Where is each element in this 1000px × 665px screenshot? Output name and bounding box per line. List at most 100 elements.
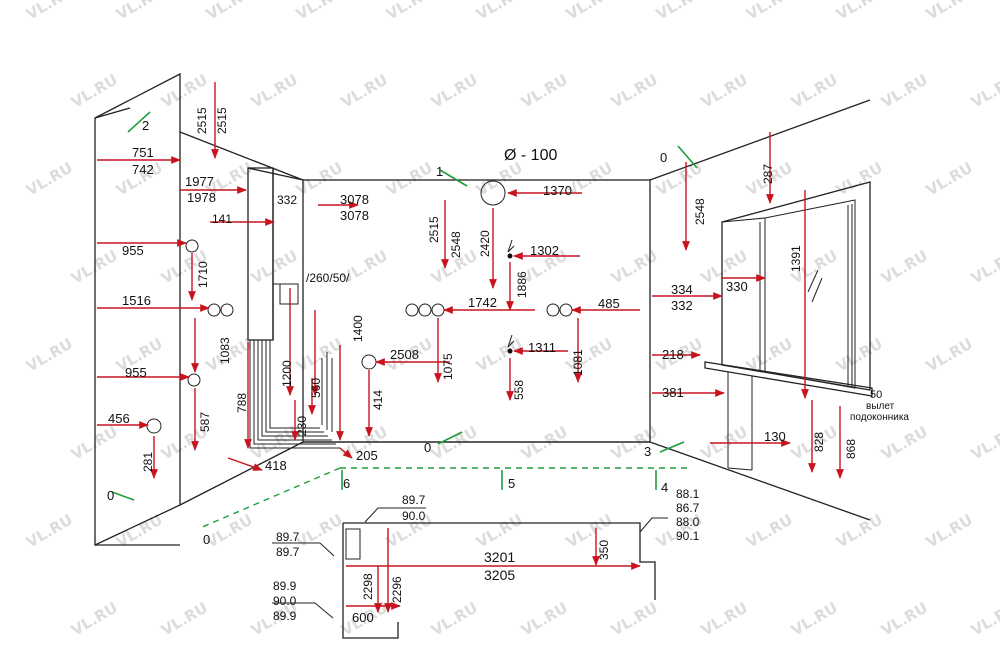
dimension-label: 600 [352,610,374,625]
dimension-label: 230 [295,416,309,436]
wall-number-label: 1 [436,164,443,179]
dimension-label: 332 [671,298,693,313]
watermark-text: VL.RU [383,159,436,200]
dimension-label: 89.7 [276,545,300,559]
watermark-text: VL.RU [518,599,571,640]
watermark-text: VL.RU [473,511,526,552]
dimension-label: 350 [597,540,611,560]
wall-number-label: 4 [661,480,668,495]
watermark-text: VL.RU [968,599,1000,640]
dimension-label: 330 [726,279,748,294]
dimension-label: 3201 [484,549,515,565]
dimension-label: 868 [844,439,858,459]
dimension-label: 2420 [478,230,492,257]
dimension-label: 88.1 [676,487,700,501]
dimension-label: 1391 [789,245,803,272]
dimension-label: 3078 [340,192,369,207]
watermark-text: VL.RU [293,0,346,23]
watermark-text: VL.RU [428,599,481,640]
room-outline [94,72,873,547]
dimension-label: 485 [598,296,620,311]
dimension-label: 1075 [441,353,455,380]
sill-overhang-value: 50 [870,389,882,401]
dimension-label: 1200 [280,360,294,387]
wall-number-label: 0 [203,532,210,547]
dimension-label: 560 [309,378,323,398]
dimension-label: 1302 [530,243,559,258]
watermark-text: VL.RU [968,247,1000,288]
dimension-label: /260/50/ [306,271,350,285]
wall-number-label: 5 [508,476,515,491]
watermark-text: VL.RU [203,0,256,23]
dimension-label: 86.7 [676,501,700,515]
watermark-text: VL.RU [473,0,526,23]
watermark-text: VL.RU [473,335,526,376]
dimension-label: 1742 [468,295,497,310]
dimension-label: 1977 [185,174,214,189]
dimension-label: 90.0 [402,509,426,523]
watermark-text: VL.RU [743,0,796,23]
dimension-label: 130 [764,429,786,444]
watermark-text: VL.RU [968,71,1000,112]
dimension-label: 90.1 [676,529,700,543]
watermark-text: VL.RU [923,511,976,552]
watermark-text: VL.RU [743,511,796,552]
dimension-label: 89.7 [276,530,300,544]
dimension-label: 414 [371,390,385,410]
watermark-text: VL.RU [608,247,661,288]
wall-number-label: 0 [660,150,667,165]
dimension-label: 742 [132,162,154,177]
wall-number-label: 6 [343,476,350,491]
dimension-label: 1886 [515,271,529,298]
dimension-label: 828 [812,432,826,452]
wall-number-label: 0 [424,440,431,455]
dimension-label: 456 [108,411,130,426]
watermark-text: VL.RU [293,335,346,376]
dimension-label: 2515 [215,107,229,134]
dimension-label: 955 [122,243,144,258]
watermark-text: VL.RU [968,423,1000,464]
wall-number-label: 2 [142,118,149,133]
watermark-text: VL.RU [23,159,76,200]
watermark-text: VL.RU [293,511,346,552]
watermark-text: VL.RU [878,71,931,112]
dimension-label: 788 [235,393,249,413]
watermark-text: VL.RU [833,335,886,376]
dimension-label: 281 [141,452,155,472]
watermark-text: VL.RU [203,511,256,552]
watermark-text: VL.RU [878,423,931,464]
watermark-text: VL.RU [23,335,76,376]
watermark-text: VL.RU [23,0,76,23]
dimension-label: 1710 [196,261,210,288]
watermark-text: VL.RU [248,71,301,112]
dimension-label: 955 [125,365,147,380]
watermark-text: VL.RU [608,599,661,640]
diameter-label: Ø - 100 [504,147,557,164]
watermark-text: VL.RU [113,0,166,23]
dimension-arrow [227,457,263,471]
watermark-text: VL.RU [158,599,211,640]
watermark-text: VL.RU [518,71,571,112]
watermark-text: VL.RU [878,599,931,640]
dimension-label: 1978 [187,190,216,205]
sill-overhang-line2: подоконника [850,412,909,423]
dimension-label: 2515 [427,216,441,243]
dimension-label: 1516 [122,293,151,308]
dimension-label: 381 [662,385,684,400]
watermark-layer: VL.RU VL.RU VL.RU VL.RU VL.RU VL.RU VL.RU VL.RU… [23,0,1000,639]
watermark-text: VL.RU [923,159,976,200]
watermark-text: VL.RU [788,599,841,640]
watermark-text: VL.RU [653,0,706,23]
dimension-label: 587 [198,412,212,432]
dimension-arrows [97,82,844,613]
dimension-label: 1400 [351,315,365,342]
dimension-label: 1311 [528,340,556,355]
bottom-section-plan [272,507,668,639]
dimension-label: 332 [277,193,297,207]
watermark-text: VL.RU [698,71,751,112]
dimension-arrow [339,447,353,459]
dimension-label: 287 [761,164,775,184]
